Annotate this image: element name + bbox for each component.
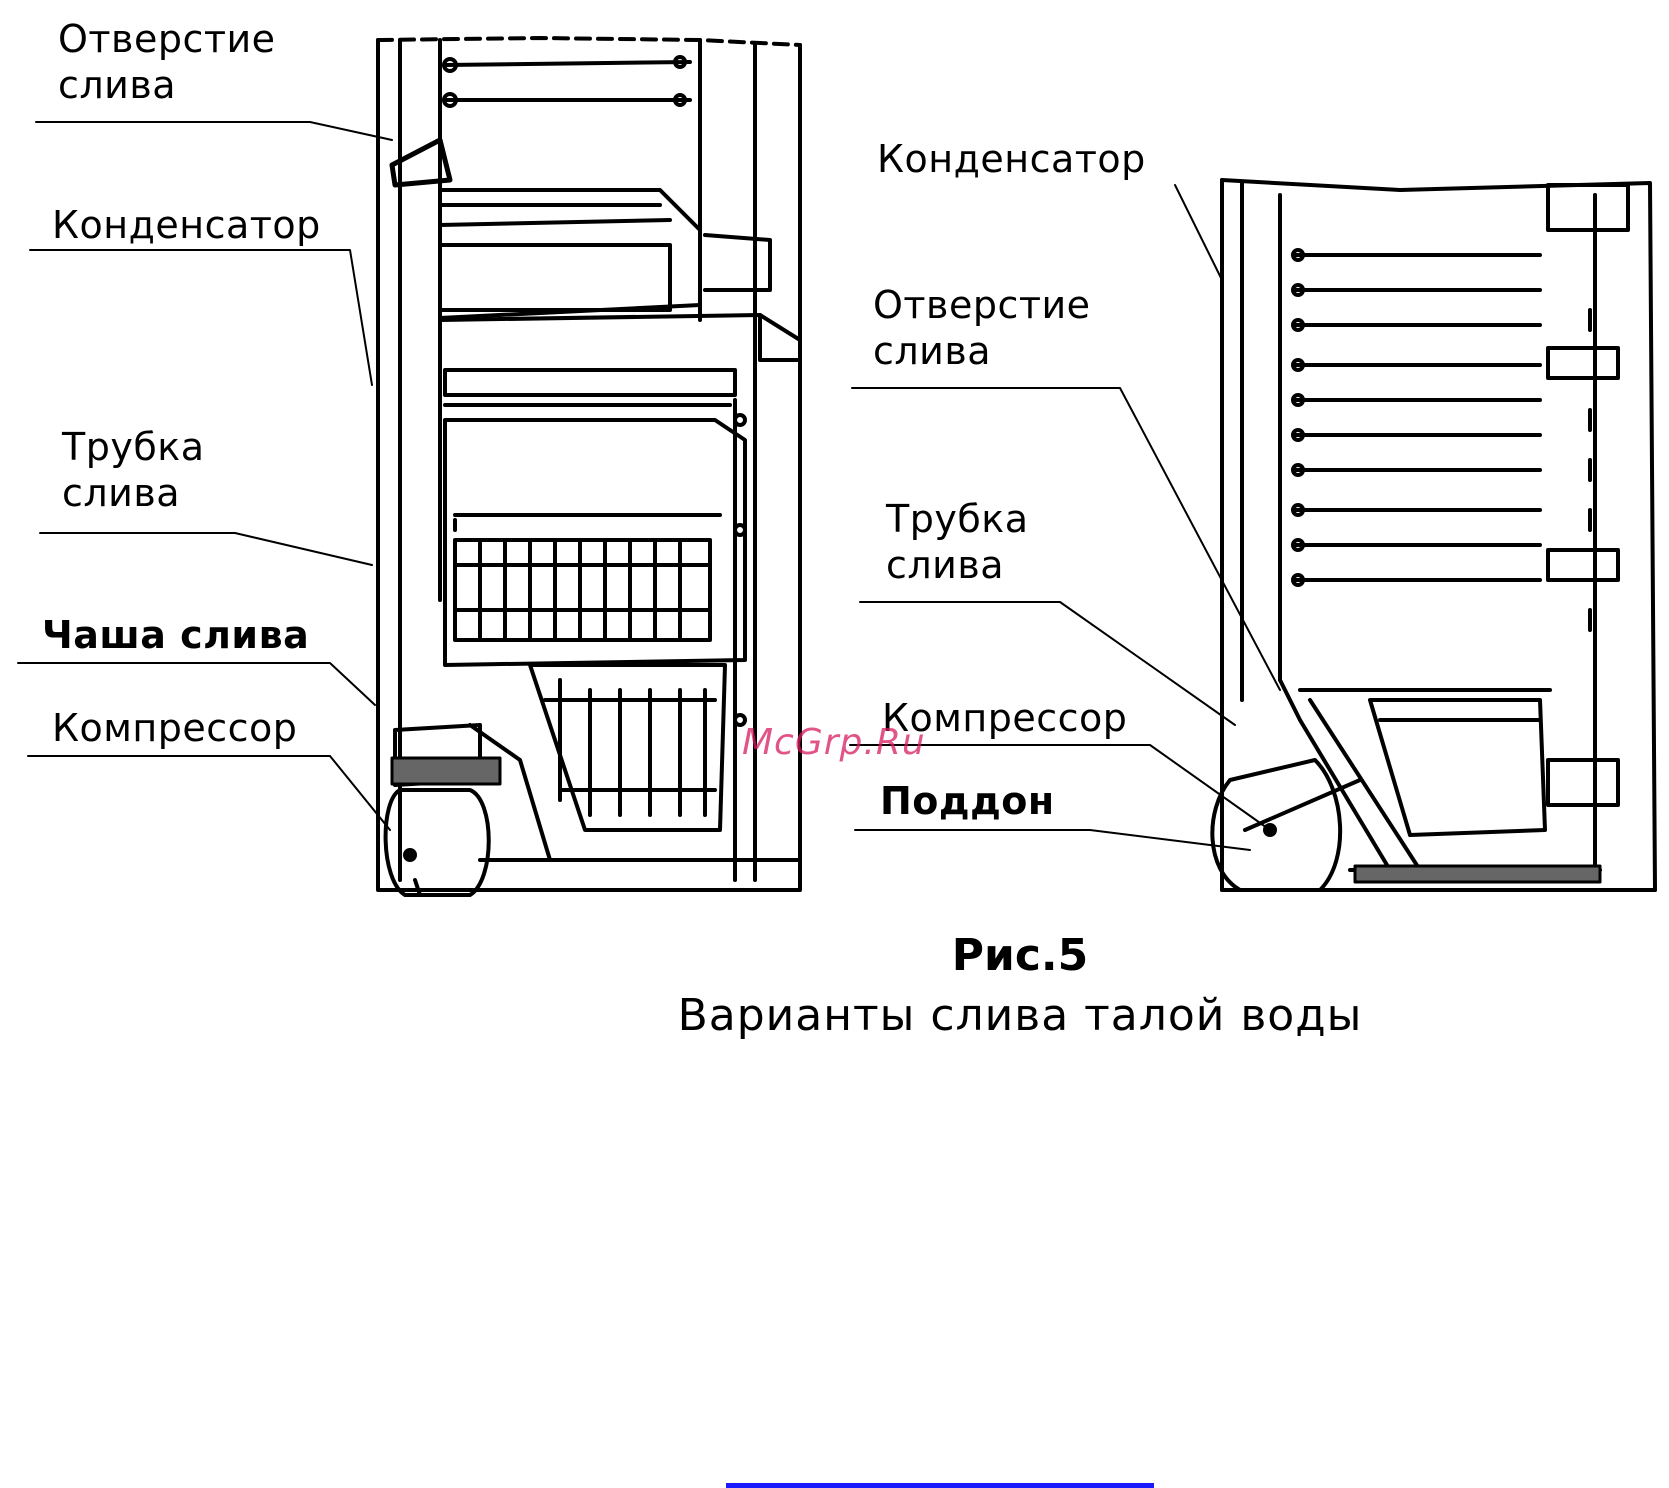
figure-title: Рис.5 [0, 930, 1669, 981]
right-tray-fill [1355, 866, 1600, 882]
right-label-drain-tube: Трубка слива [886, 496, 1029, 588]
right-fridge [1212, 180, 1655, 890]
right-label-tray: Поддон [880, 778, 1055, 824]
figure-caption: Варианты слива талой воды [0, 990, 1669, 1041]
footer-link-bar[interactable] [726, 1483, 1154, 1488]
left-label-drain-hole: Отверстие слива [58, 16, 276, 108]
left-label-compressor: Компрессор [52, 705, 297, 751]
left-label-condenser: Конденсатор [52, 202, 321, 248]
right-label-condenser: Конденсатор [877, 136, 1146, 182]
watermark: McGrp.Ru [742, 722, 926, 763]
left-label-drain-tube: Трубка слива [62, 424, 205, 516]
right-label-drain-hole: Отверстие слива [873, 282, 1091, 374]
left-label-drain-bowl: Чаша слива [42, 612, 309, 658]
left-drain-bowl-fill [392, 758, 500, 784]
